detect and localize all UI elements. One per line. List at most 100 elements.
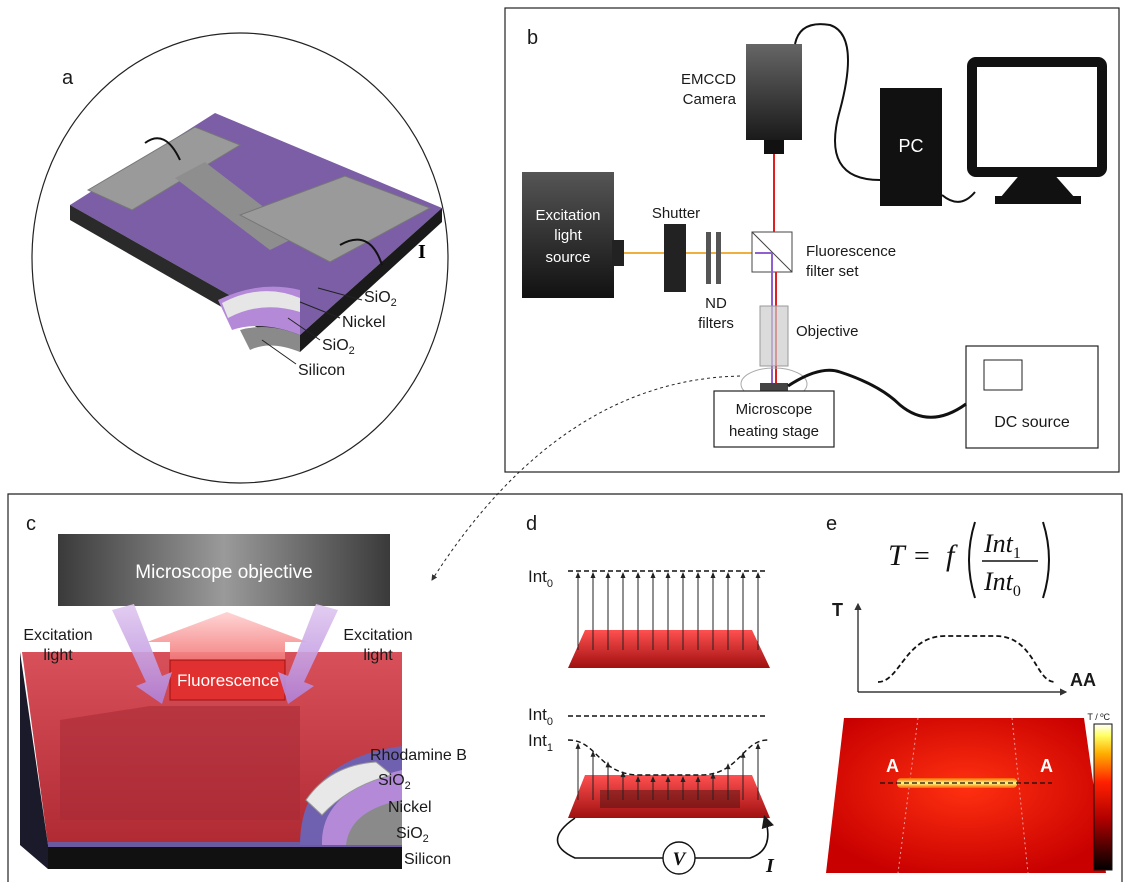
dc-source-display xyxy=(983,359,1023,391)
silicon-cutaway xyxy=(240,326,300,352)
wire-edge-right xyxy=(1011,717,1029,874)
panel-d: d Int0 Int0 Int1 V I xyxy=(526,513,775,877)
leader-sio2-bottom xyxy=(287,317,321,341)
layer-label-rhodamine: Rhodamine B xyxy=(370,747,467,764)
intensity-arrow-bottom-2-head xyxy=(605,761,611,768)
colorbar-title: T / ºC xyxy=(1087,712,1110,722)
dc-source-label: DC source xyxy=(994,414,1070,431)
pc-tower xyxy=(880,88,942,206)
intensity-arrow-top-12-head xyxy=(755,572,761,578)
camera-label-line2: Camera xyxy=(683,91,737,108)
shutter-label: Shutter xyxy=(652,205,700,222)
layer-label-sio2-top-c: SiO2 xyxy=(378,772,411,792)
layer-label-nickel-c: Nickel xyxy=(388,799,432,816)
excitation-label-line1: Excitation xyxy=(535,207,600,224)
dc-cable xyxy=(787,368,967,419)
shutter xyxy=(664,224,686,292)
camera-label-line1: EMCCD xyxy=(681,71,736,88)
sample-strip-top xyxy=(568,630,770,668)
formula-func: f xyxy=(946,539,958,572)
panel-b: b EMCCD Camera PC Excitation light sourc… xyxy=(431,7,1120,581)
panel-a-label: a xyxy=(62,67,74,89)
intensity-arrow-bottom-12-head xyxy=(755,743,761,750)
nd-label-line1: ND xyxy=(705,295,727,312)
excitation-port xyxy=(612,240,624,266)
excitation-left-line1: Excitation xyxy=(23,627,92,644)
panel-e-label: e xyxy=(826,513,837,535)
intensity-arrow-top-2-head xyxy=(605,572,611,578)
camera-cable xyxy=(794,23,881,181)
intensity-arrow-bottom-1-head xyxy=(590,750,596,757)
leader-silicon xyxy=(261,339,297,365)
current-label-d: I xyxy=(765,855,775,877)
wire-edge-left xyxy=(897,717,919,874)
monitor xyxy=(967,57,1107,177)
emccd-camera xyxy=(746,44,802,140)
intensity-arrow-top-9-head xyxy=(710,572,716,578)
fluorescence-box xyxy=(169,659,286,701)
circuit-wire-right xyxy=(694,814,774,859)
formula-numerator: Int1 xyxy=(983,529,1021,562)
intensity-arrow-top-3-head xyxy=(620,572,626,578)
chip-left-edge-c xyxy=(20,652,48,869)
intensity-arrows-top xyxy=(575,572,761,650)
current-wire-right xyxy=(339,238,383,266)
formula-equals: = xyxy=(914,541,930,572)
silicon-cutaway-c xyxy=(346,800,402,845)
marker-right: A xyxy=(1040,756,1053,776)
panel-d-label: d xyxy=(526,513,537,535)
intensity-arrow-top-0-head xyxy=(575,572,581,578)
objective-lens xyxy=(759,305,789,367)
fluorescence-label: Fluorescence xyxy=(177,671,279,690)
nickel-pad-right xyxy=(238,175,432,263)
monitor-base xyxy=(995,196,1081,204)
int0-label-top: Int0 xyxy=(528,567,553,590)
stage-label-line1: Microscope xyxy=(736,401,813,418)
int1-profile xyxy=(567,739,769,776)
chip-edge-c xyxy=(48,845,402,869)
intensity-arrow-bottom-11-head xyxy=(740,751,746,758)
int0-label-bottom: Int0 xyxy=(528,705,553,728)
intensity-arrow-bottom-5-head xyxy=(650,776,656,782)
intensity-arrow-bottom-8-head xyxy=(695,776,701,782)
layer-label-sio2-top: SiO2 xyxy=(364,289,397,309)
pc-monitor-cable xyxy=(941,191,976,203)
intensity-arrow-top-11-head xyxy=(740,572,746,578)
voltmeter-symbol xyxy=(662,841,696,875)
intensity-arrow-top-1-head xyxy=(590,572,596,578)
stage-label-line2: heating stage xyxy=(729,423,819,440)
excitation-left-line2: light xyxy=(43,647,73,664)
y-axis-label: T xyxy=(832,600,843,620)
layer-label-sio2-bottom-c: SiO2 xyxy=(396,825,429,845)
formula-lhs: T xyxy=(888,539,907,572)
intensity-arrow-bottom-7-head xyxy=(680,776,686,782)
intensity-arrow-top-6-head xyxy=(665,572,671,578)
heating-stage xyxy=(713,390,835,448)
excitation-right-line1: Excitation xyxy=(343,627,412,644)
intensity-arrow-top-8-head xyxy=(695,572,701,578)
intensity-arrow-top-4-head xyxy=(635,572,641,578)
intensity-arrow-bottom-6-head xyxy=(665,776,671,782)
layer-label-nickel: Nickel xyxy=(342,314,386,331)
fluorescence-filter-label-line2: filter set xyxy=(806,263,859,280)
intensity-arrow-top-5-head xyxy=(650,572,656,578)
sio2-stripe-c xyxy=(48,842,402,847)
intensity-arrow-bottom-4-head xyxy=(635,775,641,782)
intensity-arrow-bottom-10-head xyxy=(725,763,731,770)
voltage-label: V xyxy=(673,849,687,870)
int1-label: Int1 xyxy=(528,731,553,754)
nickel-cutaway-c xyxy=(305,761,394,816)
excitation-light-source xyxy=(522,172,614,298)
excitation-arrow-right xyxy=(278,604,338,704)
marker-left: A xyxy=(886,756,899,776)
intensity-arrow-bottom-3-head xyxy=(620,771,626,778)
sample-chip xyxy=(760,383,788,391)
heated-wire-shadow xyxy=(600,790,740,808)
excitation-right-line2: light xyxy=(363,647,393,664)
thermal-map xyxy=(826,718,1106,873)
excitation-label-line3: source xyxy=(545,249,590,266)
current-wire-left xyxy=(144,137,181,161)
panel-b-label: b xyxy=(527,27,538,49)
intensity-arrow-bottom-9-head xyxy=(710,772,716,779)
